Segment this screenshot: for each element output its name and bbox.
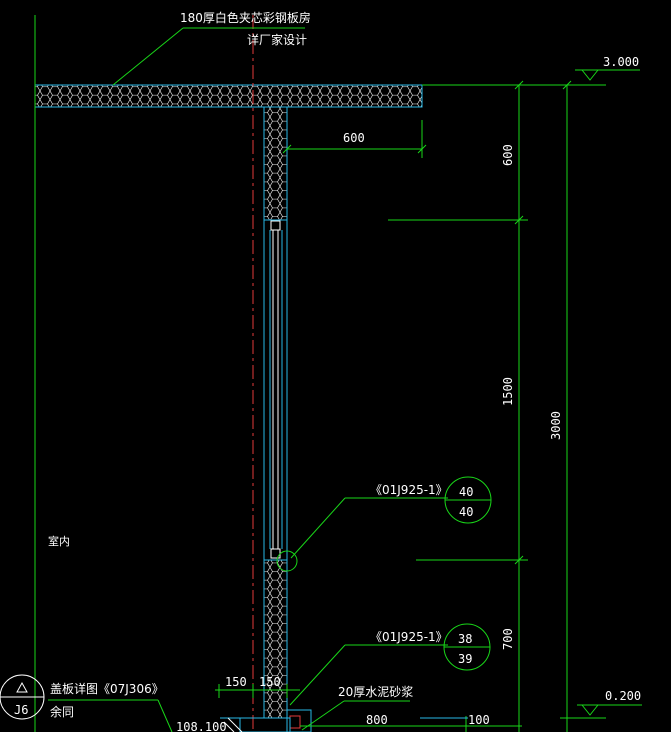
ref1-bottom-number: 40 [459, 505, 473, 519]
leaders [48, 27, 448, 732]
elevation-top-label: 3.000 [603, 55, 639, 69]
dim-total-label: 3000 [549, 411, 563, 440]
vendor-design-label: 详厂家设计 [247, 32, 307, 47]
dim-overhang-label: 600 [343, 131, 365, 145]
bottom-partial-label: 108.100 [176, 720, 227, 732]
panel-spec-label: 180厚白色夹芯彩钢板房 [180, 10, 311, 25]
cover-detail-label: 盖板详图《07J306》 [50, 681, 164, 696]
detail-symbol [0, 674, 45, 720]
upper-wall-panel [263, 106, 288, 221]
dim-seg-low-label: 700 [501, 628, 515, 650]
ref1-label: 《01J925-1》 [370, 483, 448, 497]
dim-100-label: 100 [468, 713, 490, 727]
mortar-label: 20厚水泥砂浆 [338, 684, 413, 699]
dim-800-label: 800 [366, 713, 388, 727]
bottom-dimension-line [215, 684, 522, 732]
ref2-label: 《01J925-1》 [370, 630, 448, 644]
dim-seg-mid-label: 1500 [501, 377, 515, 406]
roof-panel [34, 84, 423, 108]
ref-bubble-1 [444, 476, 492, 524]
dim-150a-label: 150 [225, 675, 247, 689]
dim-150b-label: 150 [259, 675, 281, 689]
window-frame [263, 220, 288, 560]
ref2-top-number: 38 [458, 632, 472, 646]
detail-symbol-label: J6 [14, 703, 28, 717]
elevation-marker-bottom [560, 704, 642, 719]
cover-detail-rest-label: 余同 [50, 704, 74, 719]
ref-bubble-2 [443, 623, 491, 671]
elevation-bottom-label: 0.200 [605, 689, 641, 703]
vertical-dimension-chain [388, 80, 606, 732]
overhang-dimension [282, 120, 427, 158]
ref1-top-number: 40 [459, 485, 473, 499]
lower-wall-panel [263, 559, 288, 719]
base-detail [220, 709, 312, 732]
indoor-label: 室内 [48, 534, 70, 548]
elevation-marker-top [575, 69, 640, 81]
ref2-bottom-number: 39 [458, 652, 472, 666]
dim-seg-top-label: 600 [501, 144, 515, 166]
